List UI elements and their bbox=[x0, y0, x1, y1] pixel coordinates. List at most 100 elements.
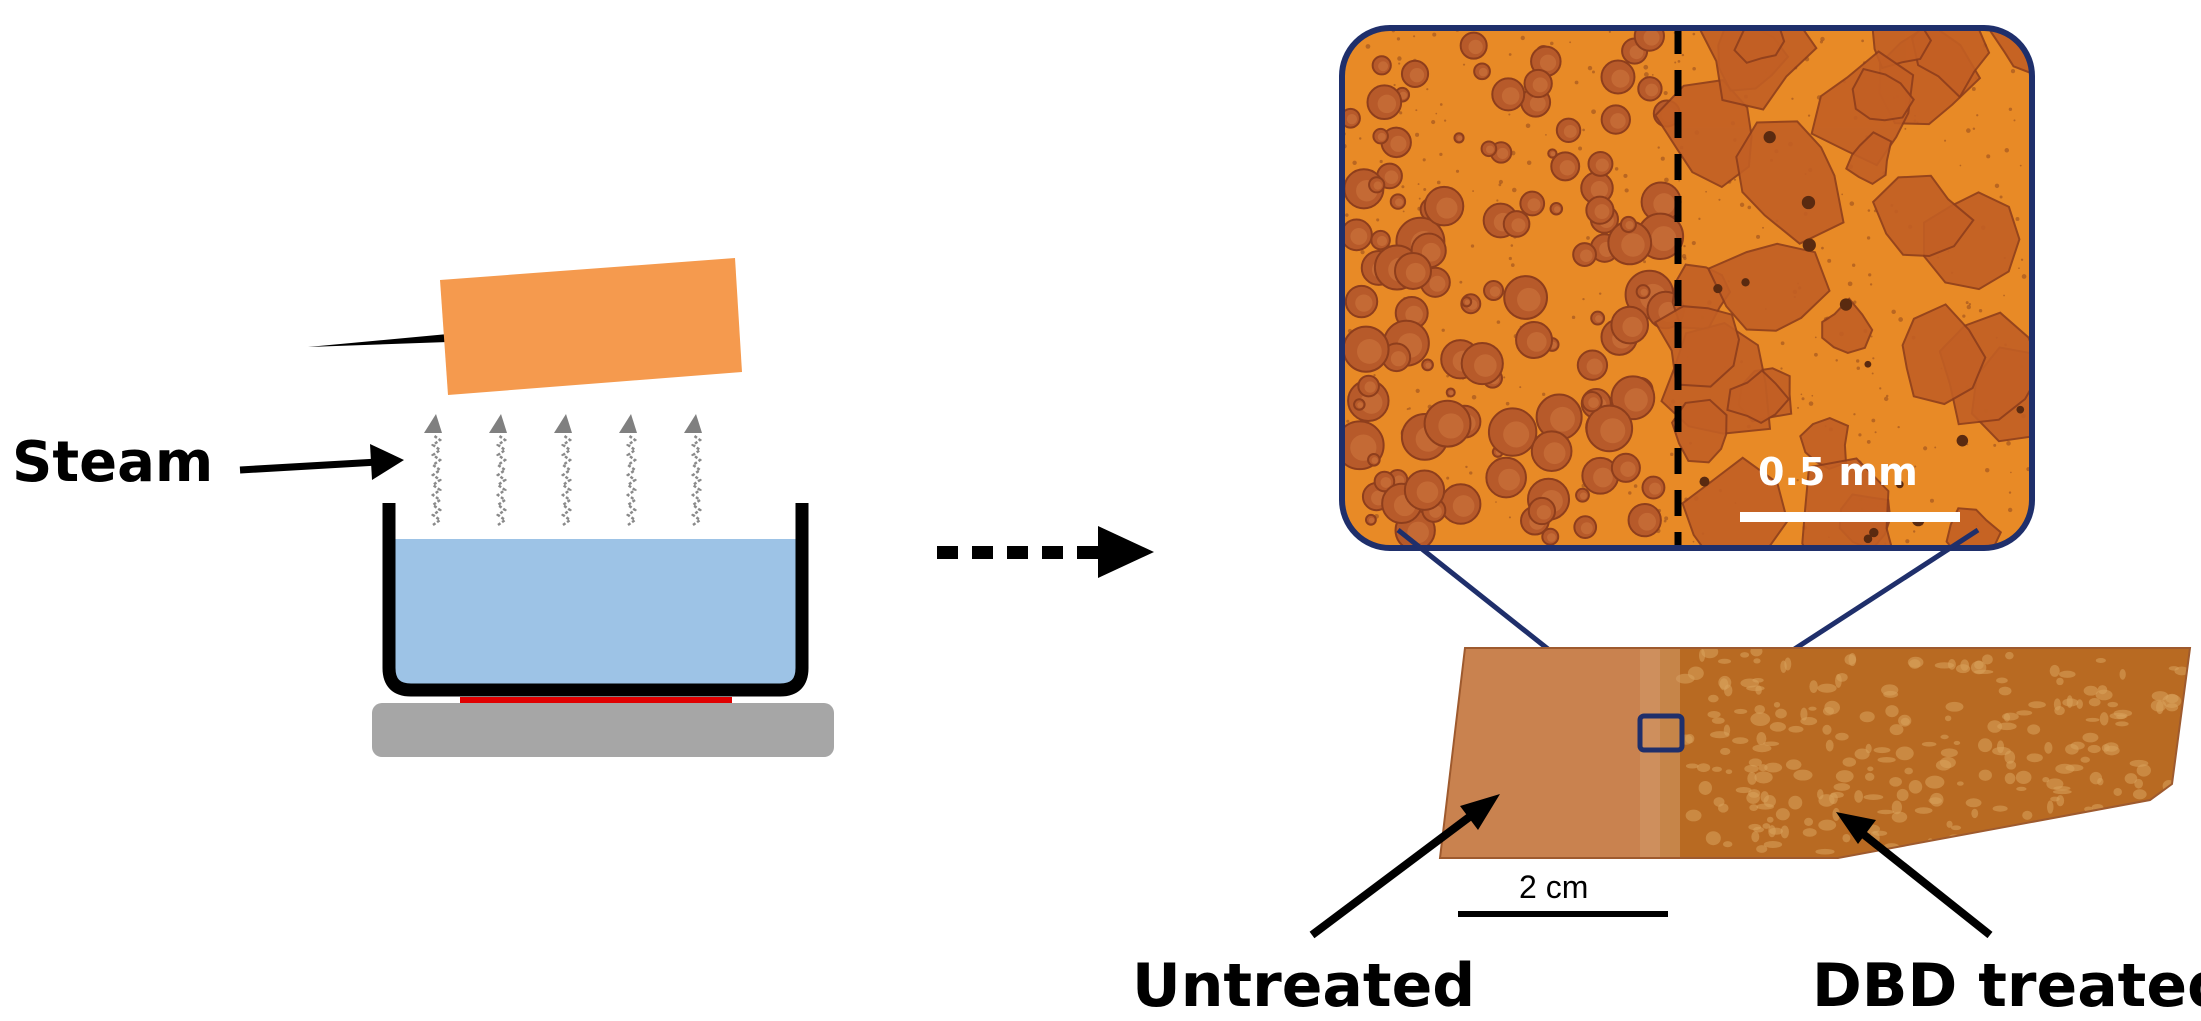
speckle bbox=[1525, 123, 1531, 129]
film-spot bbox=[1974, 660, 1984, 670]
micro-scale-label: 0.5 mm bbox=[1758, 450, 1918, 494]
speckle bbox=[1780, 367, 1783, 370]
film-spot bbox=[2184, 789, 2190, 802]
process-arrow bbox=[937, 526, 1154, 578]
film-spot bbox=[1908, 779, 1923, 794]
speckle bbox=[1398, 62, 1401, 65]
droplet-core bbox=[1593, 467, 1613, 488]
film-spot bbox=[2026, 753, 2043, 763]
film-spot bbox=[1817, 683, 1837, 693]
droplet-core bbox=[1501, 87, 1520, 105]
film-spot bbox=[1752, 744, 1772, 753]
dark-spot bbox=[1895, 480, 1904, 489]
droplet-core bbox=[1373, 181, 1382, 190]
speckle bbox=[1379, 159, 1383, 164]
speckle bbox=[1495, 501, 1497, 503]
speckle bbox=[1417, 183, 1420, 185]
droplet-core bbox=[1368, 517, 1375, 523]
dark-spot bbox=[1839, 298, 1853, 311]
droplet-core bbox=[1405, 262, 1426, 283]
speckle bbox=[1651, 74, 1654, 76]
film-spot bbox=[2093, 830, 2105, 842]
speckle bbox=[1628, 491, 1632, 495]
speckle bbox=[1905, 539, 1910, 544]
film-spot bbox=[1881, 684, 1899, 696]
untreated-pointer-arrow bbox=[1309, 794, 1500, 939]
micrograph-frame bbox=[1339, 25, 2035, 551]
speckle bbox=[1677, 59, 1681, 63]
film-spot bbox=[1824, 700, 1841, 715]
speckle bbox=[1966, 304, 1971, 310]
speckle bbox=[1657, 146, 1660, 149]
speckle bbox=[1985, 467, 1990, 473]
droplet-core bbox=[1586, 358, 1603, 375]
speckle bbox=[2018, 267, 2020, 270]
speckle bbox=[1849, 201, 1855, 206]
droplet-core bbox=[1350, 227, 1368, 245]
film-spot bbox=[1720, 747, 1731, 756]
film-spot bbox=[2088, 697, 2101, 707]
speckle bbox=[1399, 111, 1403, 115]
film-spot bbox=[1842, 757, 1857, 767]
film-spot bbox=[1748, 789, 1761, 798]
speckle bbox=[1571, 315, 1576, 320]
droplet-core bbox=[1563, 125, 1577, 138]
speckle bbox=[1739, 202, 1745, 207]
film-spot bbox=[1707, 711, 1721, 718]
speckle bbox=[1359, 137, 1362, 140]
speckle bbox=[1914, 465, 1917, 468]
film-spot bbox=[2016, 786, 2027, 792]
zoom-region-box bbox=[1637, 713, 1685, 753]
speckle bbox=[1971, 87, 1976, 91]
dark-spot bbox=[1801, 195, 1816, 210]
dark-spot bbox=[1741, 278, 1750, 287]
film-spot bbox=[1808, 706, 1817, 711]
speckle bbox=[1897, 425, 1900, 429]
speckle bbox=[1664, 516, 1669, 521]
speckle bbox=[1811, 394, 1814, 397]
hot-plate-base bbox=[372, 703, 834, 757]
droplet-core bbox=[1497, 147, 1509, 160]
steam-wave bbox=[625, 433, 638, 527]
speckle bbox=[1415, 388, 1420, 393]
speckle bbox=[1929, 498, 1934, 503]
droplet-core bbox=[1526, 331, 1547, 352]
film-spot bbox=[1944, 715, 1952, 722]
film-spot bbox=[1809, 680, 1818, 693]
speckle bbox=[1373, 374, 1376, 377]
film-spot bbox=[1718, 658, 1732, 664]
speckle bbox=[1800, 393, 1803, 396]
film-spot bbox=[1940, 748, 1958, 758]
droplet-core bbox=[1457, 135, 1463, 141]
film-spot bbox=[1877, 809, 1895, 815]
film-spot bbox=[1705, 831, 1721, 846]
speckle bbox=[1471, 394, 1477, 400]
speckle bbox=[1923, 446, 1928, 451]
film-spot bbox=[2109, 844, 2125, 856]
speckle bbox=[1891, 309, 1896, 315]
speckle bbox=[1718, 198, 1721, 201]
droplet-core bbox=[1498, 468, 1521, 491]
droplet-core bbox=[1384, 170, 1399, 184]
speckle bbox=[1426, 88, 1429, 91]
patch bbox=[1871, 28, 1933, 70]
film-spot bbox=[2015, 770, 2032, 785]
film-spot bbox=[2081, 814, 2100, 822]
film-spot bbox=[1734, 708, 1748, 715]
film-spot bbox=[1764, 762, 1783, 773]
droplet-core bbox=[1595, 158, 1609, 172]
speckle bbox=[1847, 281, 1853, 287]
droplet-core bbox=[1595, 315, 1603, 323]
dark-spot bbox=[1956, 434, 1969, 447]
film-spot bbox=[2085, 717, 2100, 722]
speckle bbox=[1733, 178, 1737, 181]
droplet-core bbox=[1610, 113, 1626, 129]
film-spot bbox=[1740, 652, 1750, 658]
droplet-core bbox=[1464, 299, 1470, 305]
dark-spot bbox=[1699, 476, 1710, 487]
film-spot bbox=[2107, 701, 2119, 708]
speckle bbox=[1821, 246, 1824, 250]
sample-holder-needle bbox=[308, 334, 448, 347]
speckle bbox=[1511, 187, 1517, 193]
patch bbox=[1735, 120, 1845, 245]
